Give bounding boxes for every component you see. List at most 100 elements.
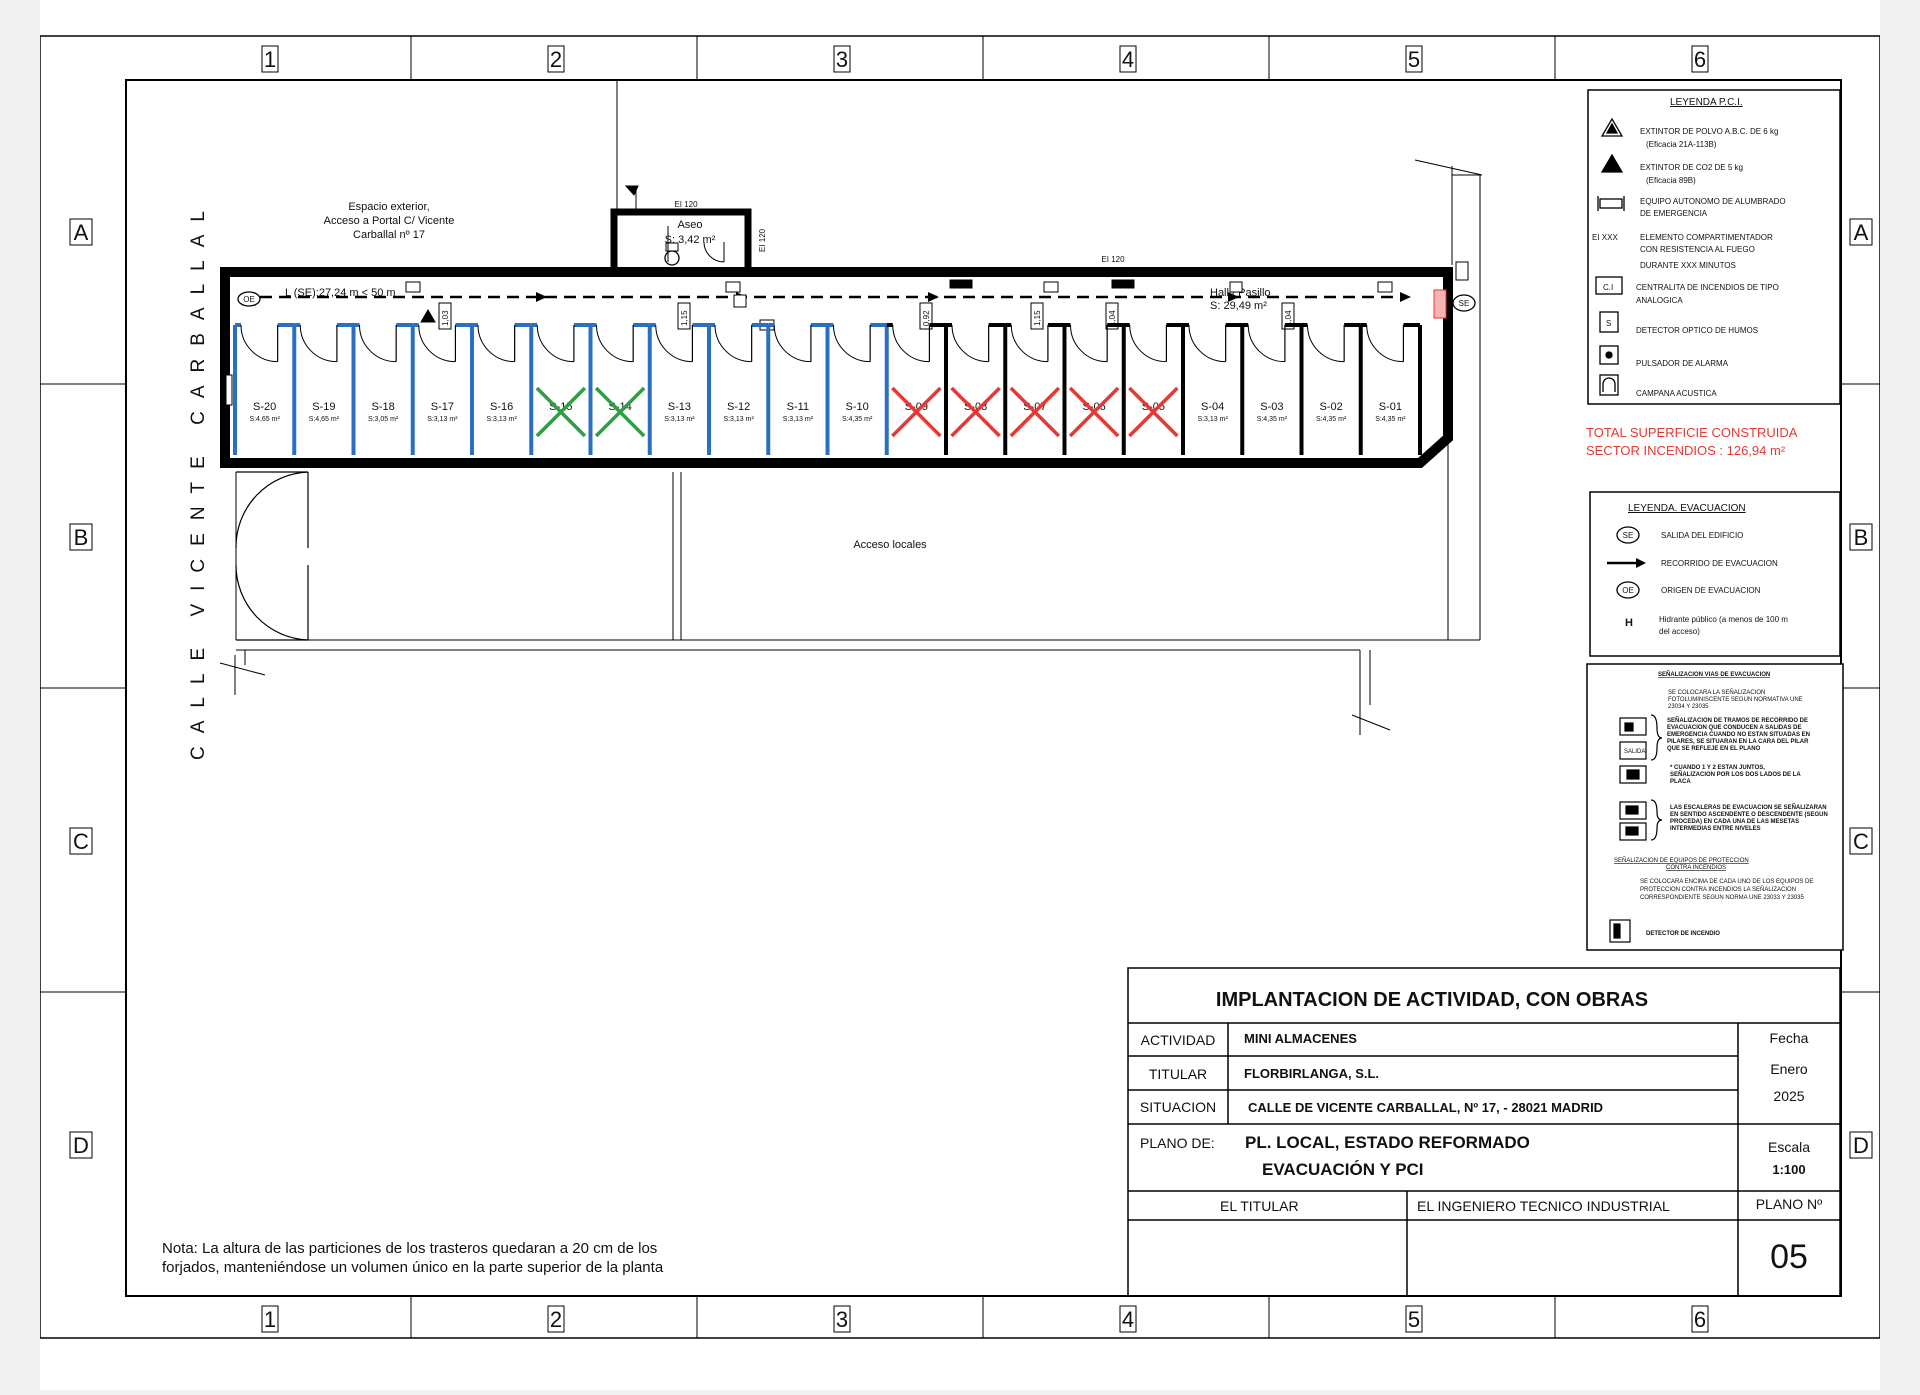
legend-pci-ei-symbol: EI XXX <box>1592 233 1618 242</box>
exterior-note-line-1: Espacio exterior, <box>348 201 429 213</box>
grid-col-2-top: 2 <box>550 47 562 72</box>
legend-pci-texts: EXTINTOR DE POLVO A.B.C. DE 6 kg (Eficac… <box>1636 127 1786 398</box>
access-label: Acceso locales <box>853 539 927 551</box>
signage-text-2-2: EMERGENCIA CUANDO NO ESTAN SITUADAS EN <box>1667 732 1810 738</box>
legend-pci-s-symbol: S <box>1606 319 1611 328</box>
cell-door-swing <box>1070 324 1108 363</box>
building-walls <box>220 267 1453 468</box>
signage-text-2: SEÑALIZACION DE TRAMOS DE RECORRIDO DE E… <box>1667 717 1810 752</box>
legend-pci-ei-2: CON RESISTENCIA AL FUEGO <box>1640 245 1755 254</box>
legend-pci-light-1: EQUIPO AUTONOMO DE ALUMBRADO <box>1640 197 1786 206</box>
escala-value: 1:100 <box>1772 1162 1805 1177</box>
door-dimension-tag: 1,15 <box>680 310 689 326</box>
legend-pci-title: LEYENDA P.C.I. <box>1670 97 1743 108</box>
legend-pci-icons <box>1595 117 1625 396</box>
signage-title-2-0: SEÑALIZACION DE EQUIPOS DE PROTECCION <box>1614 857 1749 864</box>
signage-text-2-3: PILARES, SE SITUARAN EN LA CARA DEL PILA… <box>1667 739 1809 745</box>
legend-evac-h-1: Hidrante público (a menos de 100 m <box>1659 615 1788 624</box>
legend-evac-se-symbol: SE <box>1623 531 1634 540</box>
cell-area: S:4,35 m² <box>1316 416 1347 423</box>
plano-de-line-1: PL. LOCAL, ESTADO REFORMADO <box>1245 1133 1530 1152</box>
escala-label: Escala <box>1768 1139 1810 1155</box>
cell-cross-mark <box>950 386 1001 438</box>
plano-de-line-2: EVACUACIÓN Y PCI <box>1262 1160 1424 1179</box>
title-block-heading: IMPLANTACION DE ACTIVIDAD, CON OBRAS <box>1216 989 1648 1011</box>
fire-panel-icon <box>1595 276 1623 295</box>
door-dimension-tag-box <box>438 302 452 330</box>
cell-door-swing <box>299 324 337 363</box>
cell-door-swing <box>892 324 930 363</box>
storage-cell: S-15 <box>531 323 593 455</box>
storage-cell: S-03S:4,35 m² <box>1242 323 1304 455</box>
grid-col-3-bottom: 3 <box>836 1307 848 1332</box>
actividad-value: MINI ALMACENES <box>1244 1031 1357 1046</box>
grid-dividers <box>40 36 1880 1338</box>
storage-cell: S-01S:4,35 m² <box>1360 323 1422 455</box>
cell-area: S:3,13 m² <box>1197 416 1228 423</box>
legend-evac-se: SALIDA DEL EDIFICIO <box>1661 531 1743 540</box>
fire-panel-symbol <box>1433 289 1447 319</box>
exit-text-sign-icon <box>1619 741 1647 760</box>
legend-pci-co2-2: (Eficacia 89B) <box>1646 176 1696 185</box>
signage-text-2-1: EVACUACION QUE CONDUCEN A SALIDAS DE <box>1667 725 1801 731</box>
grid-row-c-right: C <box>1853 829 1869 854</box>
fecha-month: Enero <box>1770 1061 1808 1077</box>
legend-evac-texts: SALIDA DEL EDIFICIO RECORRIDO DE EVACUAC… <box>1659 531 1788 636</box>
el-titular-label: EL TITULAR <box>1220 1198 1299 1214</box>
cell-cross-mark <box>1009 386 1061 438</box>
storage-cell: S-20S:4,65 m² <box>233 323 297 455</box>
signage-text-5: SE COLOCARA ENCIMA DE CADA UNO DE LOS EQ… <box>1640 879 1813 901</box>
aseo-ei120: EI 120 <box>674 200 698 209</box>
grid-row-b-right: B <box>1854 525 1869 550</box>
cell-cross-mark <box>594 386 646 438</box>
cell-id: S-17 <box>431 401 454 413</box>
cell-door-swing <box>359 324 397 363</box>
cell-area: S:4,35 m² <box>1257 416 1288 423</box>
cell-cross-mark <box>1068 386 1120 438</box>
door-dimension-tag: 1,04 <box>1108 310 1117 326</box>
legend-pci-light-2: DE EMERGENCIA <box>1640 209 1708 218</box>
legend-pci-button: PULSADOR DE ALARMA <box>1636 359 1729 368</box>
signage-title-2: SEÑALIZACION DE EQUIPOS DE PROTECCION CO… <box>1614 857 1749 871</box>
legend-pci-ei-3: DURANTE XXX MINUTOS <box>1640 261 1736 270</box>
emergency-light-icon <box>1599 198 1623 209</box>
cell-door-swing <box>1366 324 1404 363</box>
cell-id: S-02 <box>1320 401 1343 413</box>
storage-cell: S-10S:4,35 m² <box>827 323 889 455</box>
signage-text-4-2: PROCEDA) EN CADA UNA DE LAS MESETAS <box>1670 819 1799 825</box>
storage-cell: S-09 <box>886 323 948 455</box>
signage-text-5-1: PROTECCION CONTRA INCENDIOS LA SEÑALIZAC… <box>1640 886 1796 893</box>
door-dimension-tag: 1,03 <box>441 310 450 326</box>
ingeniero-label: EL INGENIERO TECNICO INDUSTRIAL <box>1417 1198 1670 1214</box>
hall-title: Hall / Pasillo <box>1210 287 1271 299</box>
legend-evac-icons: SE OE H <box>1607 526 1646 629</box>
grid-row-d-right: D <box>1853 1133 1869 1158</box>
signage-text-5-2: CORRESPONDIENTE SEGUN NORMA UNE 23033 Y … <box>1640 895 1805 901</box>
oe-symbol: OE <box>237 291 261 307</box>
signage-text-1-1: FOTOLUMINISCENTE SEGUN NORMATIVA UNE <box>1668 697 1803 703</box>
legend-pci-abc-1: EXTINTOR DE POLVO A.B.C. DE 6 kg <box>1640 127 1778 136</box>
storage-cell: S-04S:3,13 m² <box>1183 323 1245 455</box>
legend-evac-route: RECORRIDO DE EVACUACION <box>1661 559 1778 568</box>
grid-labels-left: A B C D <box>69 218 93 1159</box>
signage-text-3: * CUANDO 1 Y 2 ESTAN JUNTOS, SEÑALIZACIO… <box>1670 765 1801 785</box>
cell-door-swing <box>951 324 989 363</box>
cell-area: S:3,13 m² <box>664 416 695 423</box>
storage-cell: S-06 <box>1064 323 1126 455</box>
legend-pci-ci-symbol: C.I <box>1603 283 1613 292</box>
grid-col-5-bottom: 5 <box>1408 1307 1420 1332</box>
grid-row-a-right: A <box>1854 220 1869 245</box>
grid-row-d-left: D <box>73 1133 89 1158</box>
exterior-note-line-3: Carballal nº 17 <box>353 229 425 241</box>
legend-evac-oe: ORIGEN DE EVACUACION <box>1661 586 1761 595</box>
cell-id: S-19 <box>312 401 335 413</box>
access-door <box>235 471 309 641</box>
storage-cell: S-11S:3,13 m² <box>768 323 830 455</box>
cell-door-swing <box>1247 324 1285 363</box>
total-surface-line-1: TOTAL SUPERFICIE CONSTRUIDA <box>1586 425 1798 440</box>
storage-cell: S-18S:3,05 m² <box>353 323 415 455</box>
corridor-ei120: EI 120 <box>1101 255 1125 264</box>
situacion-label: SITUACION <box>1140 1099 1216 1115</box>
storage-cell: S-16S:3,13 m² <box>472 323 534 455</box>
door-dimension-tag-box <box>1281 302 1295 330</box>
